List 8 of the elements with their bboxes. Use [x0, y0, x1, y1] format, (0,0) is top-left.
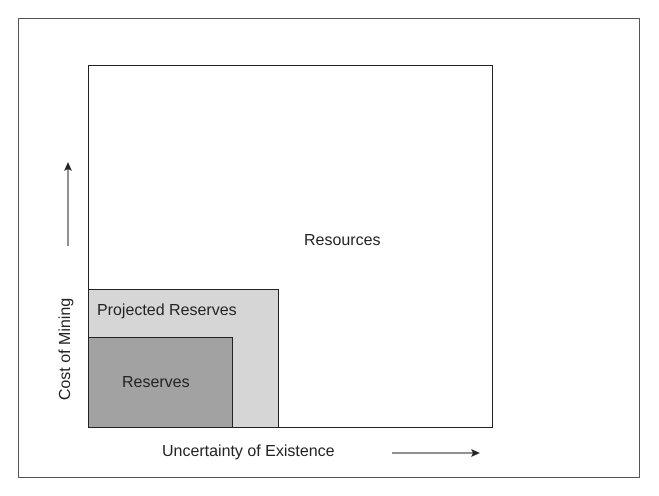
region-label: Reserves — [122, 374, 190, 392]
axis-label: Uncertainty of Existence — [162, 443, 335, 461]
region-label: Projected Reserves — [97, 302, 237, 320]
region-box — [88, 65, 493, 428]
region-label: Resources — [304, 232, 380, 250]
region-box — [88, 337, 233, 428]
region-box — [88, 289, 279, 428]
axis-label: Cost of Mining — [57, 296, 75, 402]
